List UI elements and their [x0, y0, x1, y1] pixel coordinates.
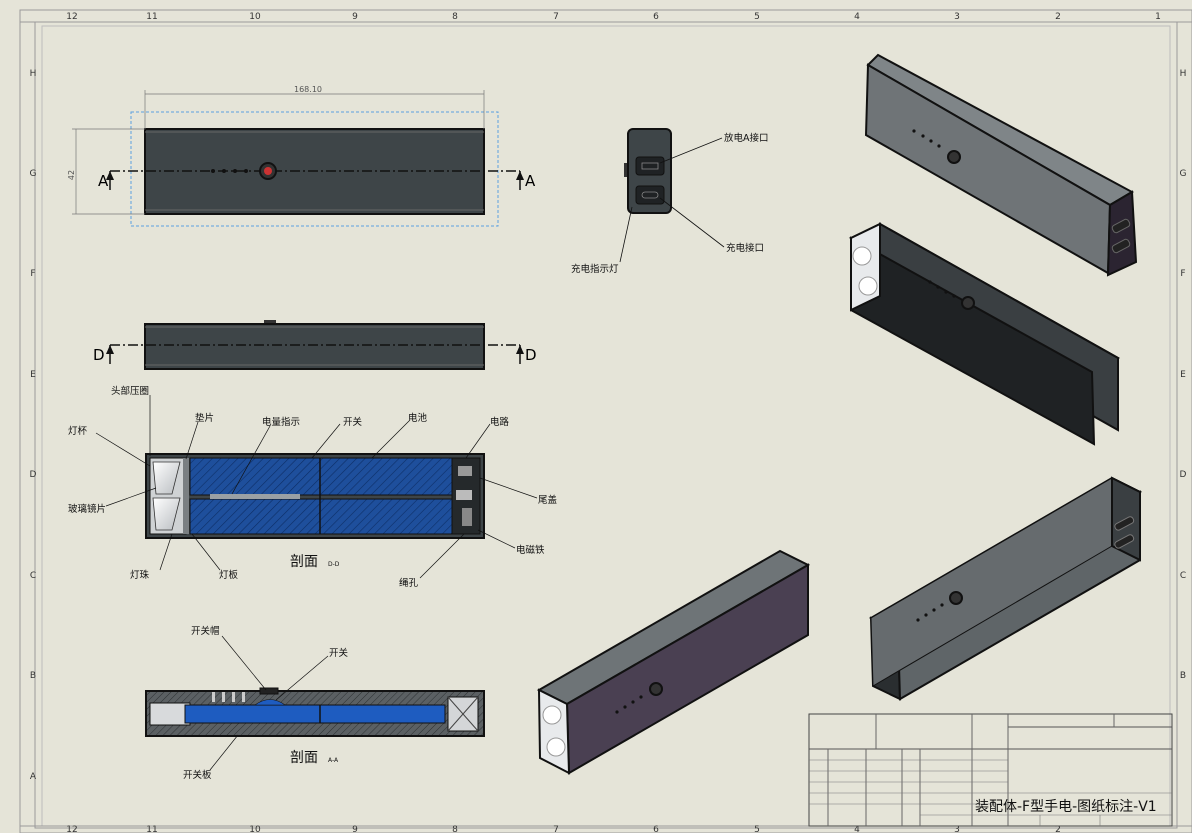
- iso-view-3[interactable]: [868, 476, 1143, 701]
- zone-column-labels-top: 12 11 10 9 8 7 6 5 4 3 2 1: [66, 12, 1161, 22]
- callout-rope-hole: 绳孔: [399, 577, 419, 589]
- zone-col: 6: [653, 12, 659, 22]
- zone-row: H: [1180, 69, 1187, 79]
- zone-row: E: [30, 370, 36, 380]
- iso-view-1[interactable]: [864, 53, 1138, 277]
- zone-row: F: [30, 269, 35, 279]
- callout-led-bead: 灯珠: [130, 569, 150, 581]
- front-view[interactable]: 168.10 42 A A: [67, 85, 536, 227]
- zone-row-labels-left: H G F E D C B A: [30, 69, 37, 782]
- callout-switch-cap: 开关帽: [191, 625, 220, 637]
- zone-row: D: [30, 470, 37, 480]
- section-aa-title: 剖面: [290, 750, 318, 766]
- zone-col: 11: [146, 12, 157, 22]
- zone-col: 12: [66, 825, 77, 833]
- section-mark-d-left: D: [93, 346, 105, 364]
- callout-switch: 开关: [343, 416, 363, 428]
- section-dd-suffix: D-D: [328, 561, 340, 568]
- section-mark-a-right: A: [525, 172, 536, 190]
- zone-col: 7: [553, 12, 559, 22]
- callout-gasket: 垫片: [195, 412, 214, 424]
- usb-port-icon: [635, 156, 665, 176]
- usb-c-port-icon: [635, 185, 665, 205]
- zone-col: 5: [754, 825, 760, 833]
- zone-col: 4: [854, 825, 860, 833]
- callout-circuit: 电路: [490, 416, 510, 428]
- zone-col: 3: [954, 825, 960, 833]
- callout-lamp-cup: 灯杯: [68, 425, 88, 437]
- zone-row: B: [1180, 671, 1186, 681]
- callout-glass-lens: 玻璃镜片: [68, 503, 106, 515]
- callout-head-ring: 头部压圈: [111, 385, 149, 397]
- callout-charge-indicator: 充电指示灯: [571, 263, 619, 275]
- zone-col: 2: [1055, 12, 1061, 22]
- iso-view-4[interactable]: [536, 549, 811, 775]
- zone-row: A: [30, 772, 37, 782]
- title-block-drawing-title: 装配体-F型手电-图纸标注-V1: [975, 799, 1157, 815]
- zone-row: B: [30, 671, 36, 681]
- zone-row: F: [1180, 269, 1185, 279]
- callout-discharge-port: 放电A接口: [724, 132, 769, 144]
- zone-col: 10: [249, 825, 261, 833]
- zone-col: 8: [452, 825, 458, 833]
- zone-row: D: [1180, 470, 1187, 480]
- switch-cap-icon: [259, 687, 279, 695]
- zone-col: 9: [352, 12, 358, 22]
- callout-tail-cap: 尾盖: [538, 494, 558, 506]
- callout-power-indicator: 电量指示: [262, 416, 300, 428]
- section-aa-view[interactable]: 开关帽 开关 开关板 剖面 A-A: [145, 625, 485, 781]
- section-mark-d-right: D: [525, 346, 537, 364]
- zone-row: G: [1180, 169, 1187, 179]
- zone-col: 6: [653, 825, 659, 833]
- zone-col: 1: [1155, 12, 1161, 22]
- section-dd-view[interactable]: 头部压圈 灯杯 垫片 电量指示 开关 电池 电路 玻璃镜片 尾盖 灯珠 灯板 电…: [68, 385, 558, 589]
- zone-row: H: [30, 69, 37, 79]
- end-view[interactable]: 放电A接口 充电接口 充电指示灯: [571, 128, 769, 275]
- zone-row-labels-right: H G F E D C B: [1180, 69, 1187, 681]
- zone-col: 12: [66, 12, 77, 22]
- zone-col: 11: [146, 825, 157, 833]
- callout-magnet: 电磁铁: [516, 544, 545, 556]
- zone-col: 7: [553, 825, 559, 833]
- dim-length: 168.10: [294, 85, 322, 94]
- zone-row: C: [1180, 571, 1186, 581]
- callout-switch-board: 开关板: [183, 769, 212, 781]
- callout-lamp-board: 灯板: [219, 569, 239, 581]
- zone-col: 9: [352, 825, 358, 833]
- zone-col: 3: [954, 12, 960, 22]
- section-dd-title: 剖面: [290, 554, 318, 570]
- zone-row: E: [1180, 370, 1186, 380]
- zone-col: 5: [754, 12, 760, 22]
- zone-column-labels-bottom: 12 11 10 9 8 7 6 5 4 3 2: [66, 825, 1061, 833]
- callout-charge-port: 充电接口: [726, 242, 764, 254]
- dim-height: 42: [67, 170, 76, 180]
- section-aa-suffix: A-A: [328, 757, 339, 764]
- title-block: 装配体-F型手电-图纸标注-V1: [808, 713, 1173, 827]
- zone-col: 2: [1055, 825, 1061, 833]
- section-mark-a-left: A: [98, 172, 109, 190]
- zone-col: 10: [249, 12, 261, 22]
- zone-row: G: [30, 169, 37, 179]
- callout-switch-2: 开关: [329, 647, 349, 659]
- zone-col: 4: [854, 12, 860, 22]
- iso-view-2[interactable]: [848, 222, 1121, 446]
- zone-row: C: [30, 571, 36, 581]
- zone-col: 8: [452, 12, 458, 22]
- top-view[interactable]: D D: [93, 320, 537, 370]
- callout-battery: 电池: [408, 412, 428, 424]
